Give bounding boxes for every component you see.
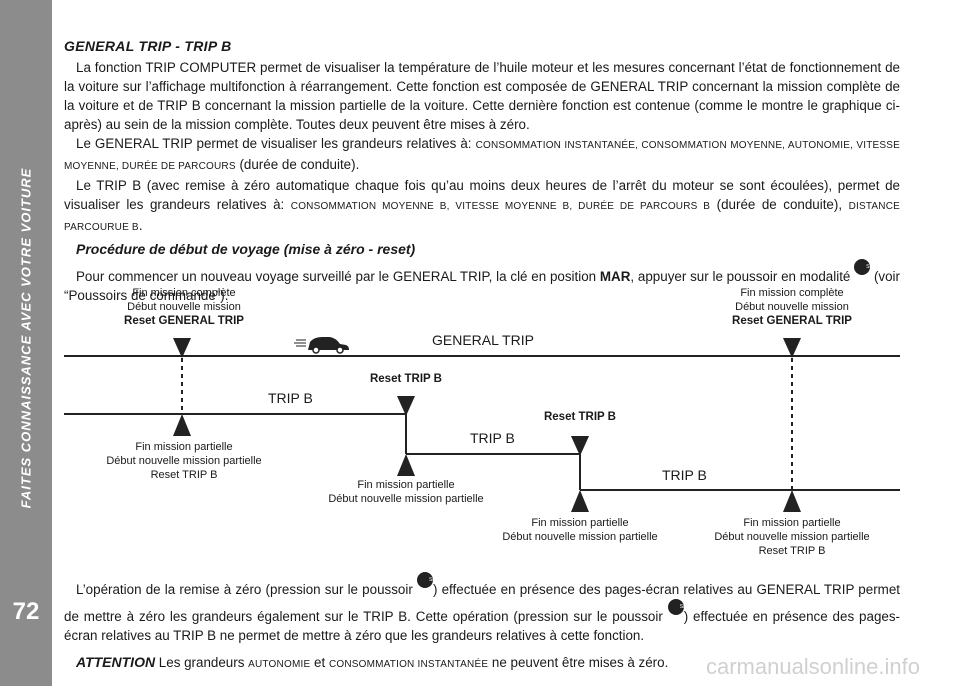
reset-general-marker-right (783, 338, 801, 358)
diagram-lines (64, 337, 900, 512)
text: Fin mission partielle (743, 517, 841, 529)
key-position: MAR (599, 269, 631, 284)
text: , appuyer sur le poussoir en modalité (630, 269, 855, 284)
label-reset-trip-b-2: Reset TRIP B (530, 410, 630, 424)
warning-label: ATTENTION (76, 654, 156, 670)
watermark: carmanualsonline.info (705, 654, 920, 679)
paragraph-trip-b: Le TRIP B (avec remise à zéro automatiqu… (64, 176, 900, 237)
text: Le GENERAL TRIP permet de visualiser les… (76, 136, 476, 151)
text: Reset GENERAL TRIP (732, 315, 852, 327)
label-reset-trip-b-1: Reset TRIP B (356, 372, 456, 386)
trip-b-label-2: TRIP B (470, 430, 515, 446)
text: Reset TRIP B (758, 545, 826, 557)
label-top-left: Fin mission complète Début nouvelle miss… (104, 286, 264, 328)
text: (durée de conduite). (235, 157, 360, 172)
set-button-icon: SET 2 (667, 599, 689, 626)
text: . (138, 218, 143, 233)
terms-trip-b: CONSOMMATION MOYENNE B, VITESSE MOYENNE … (290, 201, 711, 212)
car-icon (294, 337, 349, 354)
text: Fin mission complète (132, 287, 236, 299)
term-consommation: CONSOMMATION INSTANTANÉE (328, 659, 489, 670)
partial-end-marker-4 (783, 490, 801, 512)
text: Fin mission partielle (135, 441, 233, 453)
text: Début nouvelle mission partielle (106, 455, 262, 467)
text: Fin mission complète (740, 287, 844, 299)
paragraph-procedure: Pour commencer un nouveau voyage surveil… (64, 259, 900, 305)
text: Reset GENERAL TRIP (124, 315, 244, 327)
terms-distance: DISTANCE PARCOURUE B (64, 201, 900, 233)
reset-trip-b-marker-1 (397, 396, 415, 416)
bottom-content: L’opération de la remise à zéro (pressio… (64, 572, 900, 674)
text: ) effectuée en présence des pages-écran … (64, 582, 900, 624)
paragraph-reset-behaviour: L’opération de la remise à zéro (pressio… (64, 572, 900, 645)
text: Reset TRIP B (543, 411, 616, 423)
text: et (310, 655, 329, 670)
text: (durée de conduite), (710, 197, 849, 212)
sidebar-title-text: FAITES CONNAISSANCE AVEC VOTRE VOITURE (18, 167, 34, 509)
label-bottom-2: Fin mission partielle Début nouvelle mis… (308, 478, 504, 506)
text: Reset TRIP B (369, 373, 442, 385)
sidebar-title: FAITES CONNAISSANCE AVEC VOTRE VOITURE (2, 28, 50, 648)
text: Le TRIP B (avec remise à zéro automatiqu… (64, 178, 900, 212)
partial-end-marker-2 (397, 454, 415, 476)
main-content: GENERAL TRIP - TRIP B La fonction TRIP C… (64, 38, 900, 305)
paragraph-intro: La fonction TRIP COMPUTER permet de visu… (64, 60, 900, 132)
label-bottom-4: Fin mission partielle Début nouvelle mis… (692, 516, 892, 558)
text: Fin mission partielle (531, 517, 629, 529)
label-bottom-3: Fin mission partielle Début nouvelle mis… (482, 516, 678, 544)
partial-end-marker-3 (571, 490, 589, 512)
trip-b-label-3: TRIP B (662, 467, 707, 483)
text: Les grandeurs (155, 655, 249, 670)
section-heading: GENERAL TRIP - TRIP B (64, 38, 232, 54)
text: ne peuvent être mises à zéro. (488, 655, 669, 670)
label-top-right: Fin mission complète Début nouvelle miss… (712, 286, 872, 328)
terms-general-trip: CONSOMMATION INSTANTANÉE, CONSOMMATION M… (64, 140, 900, 172)
text: Reset TRIP B (150, 469, 218, 481)
general-trip-label: GENERAL TRIP (432, 332, 534, 348)
text: L’opération de la remise à zéro (pressio… (76, 582, 417, 597)
text: Fin mission partielle (357, 479, 455, 491)
reset-trip-b-marker-2 (571, 436, 589, 456)
sidebar: FAITES CONNAISSANCE AVEC VOTRE VOITURE 7… (0, 0, 52, 686)
page-number: 72 (12, 598, 40, 625)
paragraph-general-trip: Le GENERAL TRIP permet de visualiser les… (64, 134, 900, 176)
text: Début nouvelle mission (127, 301, 241, 313)
subheading: Procédure de début de voyage (mise à zér… (76, 241, 416, 257)
text: Début nouvelle mission partielle (714, 531, 870, 543)
partial-end-marker-1 (173, 414, 191, 436)
text: Début nouvelle mission partielle (502, 531, 658, 543)
text: ) effectuée en présence des pages-écran … (64, 609, 900, 643)
set-button-icon: SET 2 (854, 259, 876, 286)
set-button-icon: SET 2 (416, 572, 439, 599)
reset-general-marker-left (173, 338, 191, 358)
text: (voir “Poussoirs de commande”). (64, 269, 900, 303)
warning-note: ATTENTION Les grandeurs AUTONOMIE et CON… (64, 653, 900, 674)
text: Début nouvelle mission (735, 301, 849, 313)
trip-b-label-1: TRIP B (268, 390, 313, 406)
label-bottom-1: Fin mission partielle Début nouvelle mis… (84, 440, 284, 482)
term-autonomie: AUTONOMIE (248, 659, 311, 670)
text: Pour commencer un nouveau voyage surveil… (76, 269, 600, 284)
text: Début nouvelle mission partielle (328, 493, 484, 505)
trip-diagram: GENERAL TRIP TRIP B TRIP B TRIP B Fin mi… (64, 284, 900, 564)
